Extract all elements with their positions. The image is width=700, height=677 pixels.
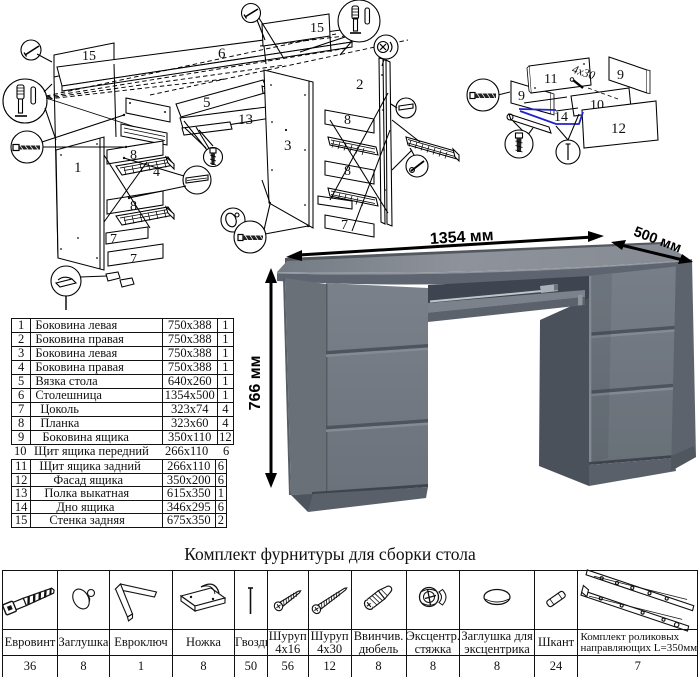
svg-text:1: 1 bbox=[74, 160, 82, 176]
svg-text:8: 8 bbox=[130, 148, 137, 163]
svg-text:4: 4 bbox=[153, 165, 160, 180]
svg-text:15: 15 bbox=[310, 21, 324, 36]
svg-text:15: 15 bbox=[82, 49, 96, 64]
svg-text:8: 8 bbox=[344, 113, 351, 128]
svg-text:7: 7 bbox=[341, 218, 348, 233]
svg-text:1354 мм: 1354 мм bbox=[429, 227, 494, 248]
svg-text:9: 9 bbox=[617, 68, 624, 83]
svg-text:8: 8 bbox=[130, 199, 137, 214]
svg-text:766 мм: 766 мм bbox=[247, 356, 264, 411]
svg-text:13: 13 bbox=[238, 112, 253, 128]
svg-text:12: 12 bbox=[611, 121, 626, 137]
svg-text:14: 14 bbox=[554, 110, 568, 125]
svg-text:2: 2 bbox=[356, 77, 364, 93]
svg-text:9: 9 bbox=[518, 89, 525, 104]
svg-text:7: 7 bbox=[110, 232, 117, 247]
svg-text:8: 8 bbox=[344, 164, 351, 179]
svg-text:7: 7 bbox=[130, 252, 137, 267]
svg-text:5: 5 bbox=[203, 95, 211, 111]
svg-text:6: 6 bbox=[218, 46, 226, 62]
svg-text:3: 3 bbox=[284, 138, 292, 154]
svg-text:11: 11 bbox=[544, 72, 557, 87]
svg-text:4х30: 4х30 bbox=[570, 62, 597, 83]
